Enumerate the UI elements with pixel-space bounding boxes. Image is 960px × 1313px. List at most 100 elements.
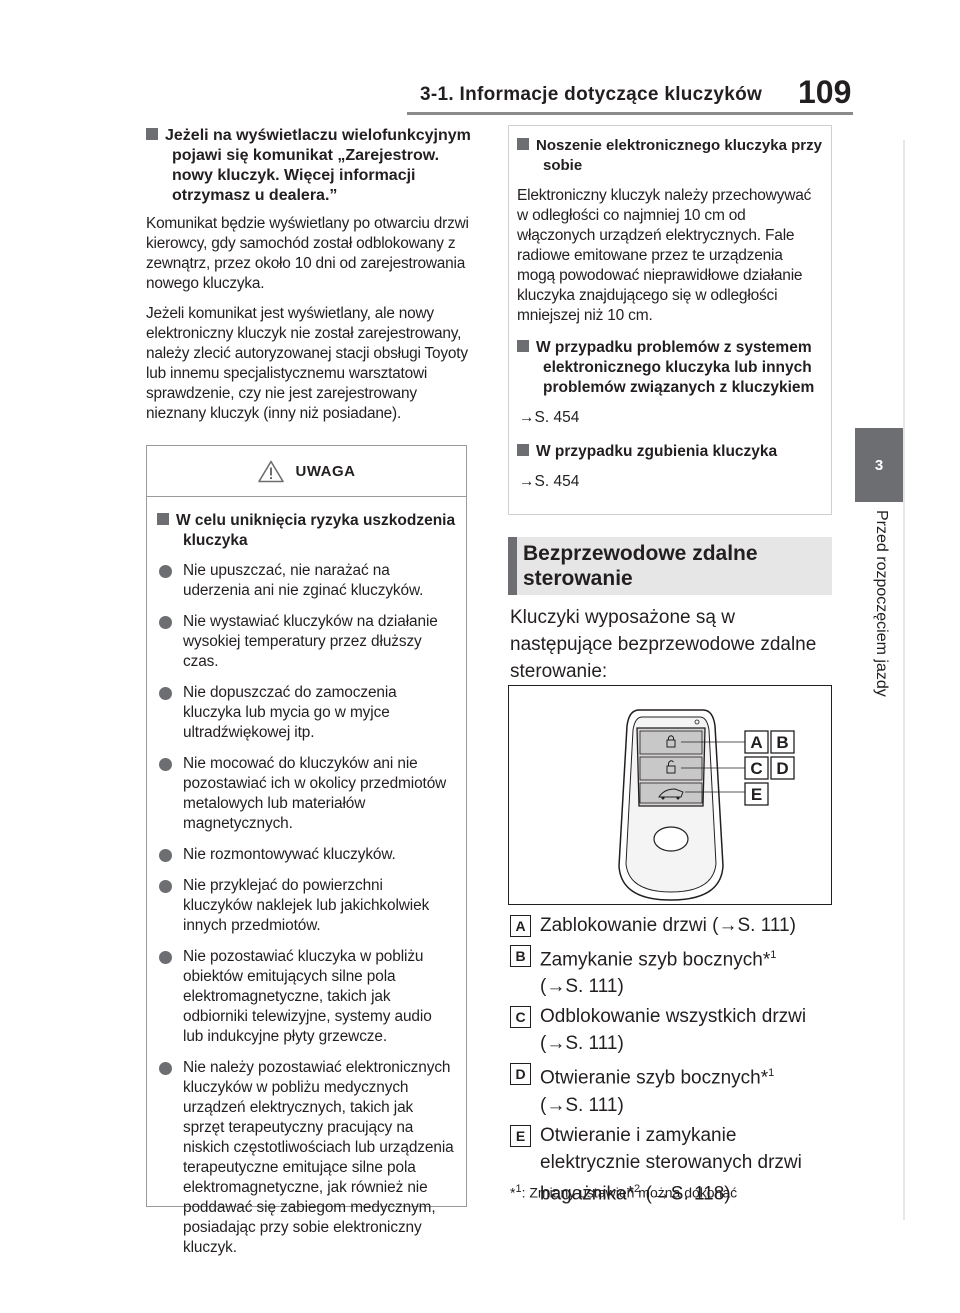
item-text-main: Zamykanie szyb bocznych* bbox=[540, 949, 771, 971]
list-item: B Zamykanie szyb bocznych*1 (→S. 111) bbox=[510, 942, 840, 1000]
square-bullet-icon bbox=[517, 340, 529, 352]
figure-label-b: B bbox=[776, 733, 788, 752]
item-text: Zablokowanie drzwi (→S. 111) bbox=[540, 915, 796, 936]
bullet-dot-icon bbox=[159, 849, 172, 862]
page-reference-link[interactable]: (→S. 118) bbox=[645, 1182, 731, 1204]
chapter-tab[interactable]: 3 bbox=[855, 428, 903, 502]
warning-body: W celu uniknięcia ryzyka uszkodzenia klu… bbox=[147, 497, 466, 1258]
info-heading-text: W przypadku zgubienia kluczyka bbox=[536, 443, 778, 460]
footnote-marker: 2 bbox=[634, 1182, 641, 1195]
footnote: *1: Zmiany ustawień można dokonać bbox=[510, 1183, 737, 1201]
footnote-text: : Zmiany ustawień można dokonać bbox=[521, 1184, 738, 1201]
lock-icon bbox=[666, 735, 676, 748]
warning-item-text: Nie pozostawiać kluczyka w pobliżu obiek… bbox=[183, 948, 432, 1045]
trunk-icon bbox=[658, 788, 684, 800]
item-text-main: Otwieranie i zamykanie elektrycznie ster… bbox=[540, 1124, 802, 1204]
figure-label-d: D bbox=[776, 759, 788, 778]
figure-label-a: A bbox=[750, 733, 762, 752]
item-label-box: B bbox=[510, 945, 531, 967]
bullet-dot-icon bbox=[159, 616, 172, 629]
bullet-dot-icon bbox=[159, 951, 172, 964]
item-text: Otwieranie szyb bocznych*1 bbox=[540, 1060, 840, 1091]
function-list: A Zablokowanie drzwi (→S. 111) B Zamykan… bbox=[510, 912, 840, 1210]
chapter-side-title: Przed rozpoczęciem jazdy bbox=[873, 510, 890, 697]
figure-label-e: E bbox=[751, 785, 762, 804]
warning-item-text: Nie rozmontowywać kluczyków. bbox=[183, 846, 396, 863]
item-text-main: Otwieranie szyb bocznych* bbox=[540, 1067, 769, 1089]
section-banner: Bezprzewodowe zdalne sterowanie bbox=[508, 537, 832, 595]
item-text: Otwieranie i zamykanie elektrycznie ster… bbox=[540, 1122, 840, 1207]
info-box: Noszenie elektronicznego kluczyka przy s… bbox=[508, 125, 832, 515]
message-heading-text: Jeżeli na wyświetlaczu wielofunkcyjnym p… bbox=[165, 127, 471, 204]
page-reference-link[interactable]: (→S. 111) bbox=[540, 1033, 624, 1055]
message-heading: Jeżeli na wyświetlaczu wielofunkcyjnym p… bbox=[146, 126, 476, 206]
warning-item-text: Nie przyklejać do powierzchni kluczyków … bbox=[183, 877, 430, 934]
page-reference-link[interactable]: (→S. 111) bbox=[540, 1094, 624, 1116]
page-reference-link[interactable]: →S. 454 bbox=[519, 409, 580, 426]
section-heading-line: sterowanie bbox=[523, 567, 633, 590]
info-paragraph: Elektroniczny kluczyk należy przechowywa… bbox=[517, 187, 812, 324]
warning-header: UWAGA bbox=[147, 446, 466, 497]
paragraph: Jeżeli komunikat jest wyświetlany, ale n… bbox=[146, 305, 468, 422]
item-label-box: E bbox=[510, 1124, 531, 1147]
warning-triangle-icon bbox=[257, 460, 284, 482]
warning-item-text: Nie należy pozostawiać elektronicznych k… bbox=[183, 1059, 454, 1256]
item-label-box: D bbox=[510, 1063, 531, 1086]
bullet-dot-icon bbox=[159, 687, 172, 700]
warning-item-text: Nie wystawiać kluczyków na działanie wys… bbox=[183, 613, 438, 670]
warning-item-text: Nie upuszczać, nie narażać na uderzenia … bbox=[183, 562, 424, 599]
warning-item: Nie mocować do kluczyków ani nie pozosta… bbox=[157, 754, 456, 834]
footnote-marker: 1 bbox=[770, 949, 777, 961]
square-bullet-icon bbox=[146, 128, 158, 140]
item-label-box: A bbox=[510, 915, 531, 937]
info-heading-text: W przypadku problemów z systemem elektro… bbox=[536, 339, 815, 396]
section-heading-line: Bezprzewodowe zdalne bbox=[523, 542, 758, 565]
list-item: C Odblokowanie wszystkich drzwi (→S. 111… bbox=[510, 1003, 840, 1057]
section-title: 3-1. Informacje dotyczące kluczyków bbox=[420, 84, 763, 105]
key-fob-figure: A B C D E bbox=[508, 685, 832, 905]
list-item: A Zablokowanie drzwi (→S. 111) bbox=[510, 912, 840, 939]
footnote-sup: 1 bbox=[515, 1183, 522, 1195]
square-bullet-icon bbox=[517, 444, 529, 456]
figure-label-c: C bbox=[750, 759, 762, 778]
page-reference-link[interactable]: (→S. 111) bbox=[540, 976, 624, 998]
warning-item: Nie dopuszczać do zamoczenia kluczyka lu… bbox=[157, 683, 456, 743]
page-reference-link[interactable]: →S. 454 bbox=[519, 473, 580, 490]
info-heading-text: Noszenie elektronicznego kluczyka przy s… bbox=[536, 137, 822, 174]
warning-item: Nie rozmontowywać kluczyków. bbox=[157, 845, 456, 865]
warning-item: Nie pozostawiać kluczyka w pobliżu obiek… bbox=[157, 947, 456, 1047]
info-heading: W przypadku zgubienia kluczyka bbox=[517, 442, 823, 462]
warning-item-text: Nie dopuszczać do zamoczenia kluczyka lu… bbox=[183, 684, 397, 741]
warning-item: Nie należy pozostawiać elektronicznych k… bbox=[157, 1058, 456, 1258]
list-item: D Otwieranie szyb bocznych*1 (→S. 111) bbox=[510, 1060, 840, 1118]
banner-accent-bar bbox=[508, 537, 517, 595]
bullet-dot-icon bbox=[159, 1062, 172, 1075]
footnote-mark: * bbox=[510, 1184, 516, 1201]
item-text: Odblokowanie wszystkich drzwi bbox=[540, 1006, 807, 1028]
bullet-dot-icon bbox=[159, 565, 172, 578]
side-tab-line bbox=[903, 140, 905, 1220]
header-rule bbox=[407, 112, 853, 115]
warning-item: Nie przyklejać do powierzchni kluczyków … bbox=[157, 876, 456, 936]
warning-item-text: Nie mocować do kluczyków ani nie pozosta… bbox=[183, 755, 447, 832]
warning-item: Nie upuszczać, nie narażać na uderzenia … bbox=[157, 561, 456, 601]
warning-heading: W celu uniknięcia ryzyka uszkodzenia klu… bbox=[157, 511, 456, 551]
item-text: Zamykanie szyb bocznych*1 bbox=[540, 942, 840, 973]
warning-box: UWAGA W celu uniknięcia ryzyka uszkodzen… bbox=[146, 445, 467, 1256]
bullet-dot-icon bbox=[159, 880, 172, 893]
footnote-marker: 1 bbox=[768, 1067, 775, 1080]
warning-title: UWAGA bbox=[295, 462, 356, 480]
unlock-icon bbox=[666, 760, 676, 774]
square-bullet-icon bbox=[157, 513, 169, 525]
list-item: E Otwieranie i zamykanie elektrycznie st… bbox=[510, 1122, 840, 1207]
logo-oval bbox=[653, 826, 689, 852]
square-bullet-icon bbox=[517, 138, 529, 150]
key-fob-illustration: A B C D E bbox=[618, 709, 795, 901]
page-number: 109 bbox=[798, 74, 852, 110]
left-column: Jeżeli na wyświetlaczu wielofunkcyjnym p… bbox=[146, 126, 476, 434]
bullet-dot-icon bbox=[159, 758, 172, 771]
paragraph: Komunikat będzie wyświetlany po otwarciu… bbox=[146, 215, 469, 292]
info-heading: Noszenie elektronicznego kluczyka przy s… bbox=[517, 136, 823, 176]
item-label-box: C bbox=[510, 1006, 531, 1029]
warning-item: Nie wystawiać kluczyków na działanie wys… bbox=[157, 612, 456, 672]
